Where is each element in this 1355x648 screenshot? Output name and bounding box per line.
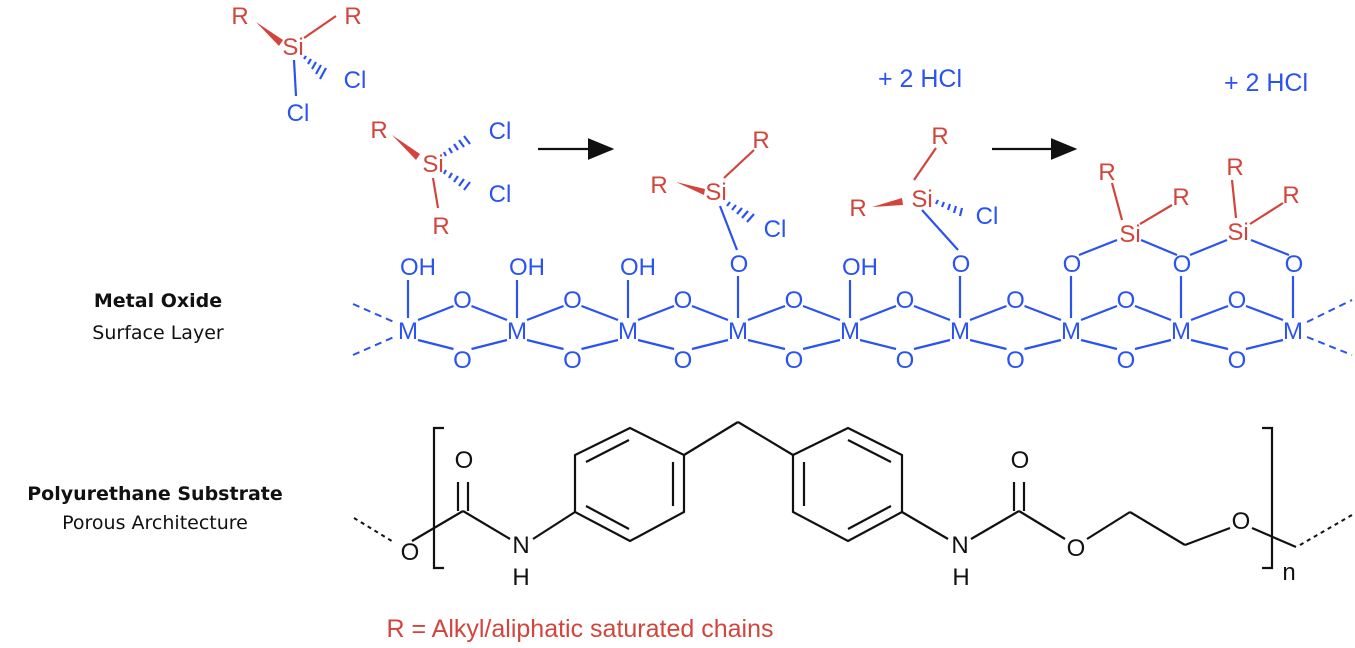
metal-atom: M bbox=[728, 318, 748, 345]
n-atom: N bbox=[512, 532, 529, 559]
o-atom: O bbox=[455, 447, 474, 474]
surface-o-atom: O bbox=[730, 251, 749, 278]
r-group: R bbox=[650, 172, 667, 199]
r-group-legend: R = Alkyl/aliphatic saturated chains bbox=[386, 615, 773, 643]
bound-silane-4: Si R R bbox=[1189, 154, 1300, 257]
r-group: R bbox=[1098, 159, 1115, 186]
surface-o-atom: O bbox=[1173, 251, 1192, 278]
bridging-o-atom: O bbox=[1228, 287, 1247, 314]
r-group: R bbox=[1226, 154, 1243, 181]
metal-atom: M bbox=[618, 318, 638, 345]
repeat-subscript: n bbox=[1282, 559, 1295, 586]
surface-o-atom: O bbox=[952, 251, 971, 278]
cl-atom: Cl bbox=[489, 181, 512, 208]
r-group: R bbox=[370, 117, 387, 144]
bridging-o-atom: O bbox=[785, 347, 804, 374]
si-atom: Si bbox=[705, 179, 726, 206]
bridging-o-atom: O bbox=[1006, 347, 1025, 374]
dichlorosilane-reagent-1: Si R R Cl Cl bbox=[231, 3, 366, 127]
r-group: R bbox=[231, 3, 248, 30]
r-group: R bbox=[1282, 182, 1299, 209]
bridging-o-atom: O bbox=[453, 347, 472, 374]
dichlorosilane-reagent-2: Si R Cl Cl R bbox=[370, 117, 511, 240]
h-atom: H bbox=[952, 564, 969, 591]
r-group: R bbox=[931, 123, 948, 150]
polyurethane-title: Polyurethane Substrate bbox=[27, 483, 282, 505]
metal-atom: M bbox=[950, 318, 970, 345]
right-bracket bbox=[1262, 426, 1274, 570]
metal-atom: M bbox=[1283, 318, 1303, 345]
cl-atom: Cl bbox=[976, 203, 999, 230]
bound-silane-1: Si R R Cl bbox=[650, 127, 787, 251]
bridging-o-atom: O bbox=[674, 287, 693, 314]
bridging-o-atom: O bbox=[674, 347, 693, 374]
metal-oxide-subtitle: Surface Layer bbox=[92, 322, 224, 344]
bridging-o-atom: O bbox=[1228, 347, 1247, 374]
metal-atom: M bbox=[1171, 318, 1191, 345]
r-group: R bbox=[752, 127, 769, 154]
metal-atom: M bbox=[398, 318, 418, 345]
cl-atom: Cl bbox=[287, 100, 310, 127]
surface-o-atom: O bbox=[1063, 251, 1082, 278]
bridging-o-atom: O bbox=[1117, 287, 1136, 314]
bound-silane-3: Si R R bbox=[1078, 159, 1190, 257]
o-atom: O bbox=[401, 539, 420, 566]
si-atom: Si bbox=[282, 34, 303, 61]
r-group: R bbox=[344, 3, 361, 30]
bridging-o-atom: O bbox=[563, 347, 582, 374]
polyurethane-structure: O O N H N H O O O n bbox=[353, 421, 1353, 591]
r-group: R bbox=[1172, 184, 1189, 211]
bridging-o-atom: O bbox=[785, 287, 804, 314]
cl-atom: Cl bbox=[489, 118, 512, 145]
hydroxyl-group: OH bbox=[620, 254, 656, 281]
surface-o-atom: O bbox=[1285, 251, 1304, 278]
cl-atom: Cl bbox=[764, 216, 787, 243]
hcl-byproduct-1: + 2 HCl bbox=[878, 65, 962, 93]
bridging-o-atom: O bbox=[563, 287, 582, 314]
si-atom: Si bbox=[911, 186, 932, 213]
metal-atom: M bbox=[1061, 318, 1081, 345]
si-atom: Si bbox=[1119, 221, 1140, 248]
metal-atom: M bbox=[507, 318, 527, 345]
bridging-o-atom: O bbox=[1006, 287, 1025, 314]
si-atom: Si bbox=[1227, 219, 1248, 246]
r-group: R bbox=[432, 213, 449, 240]
polyurethane-subtitle: Porous Architecture bbox=[62, 512, 248, 534]
left-bracket bbox=[432, 426, 444, 570]
r-group: R bbox=[849, 195, 866, 222]
hydroxyl-group: OH bbox=[509, 254, 545, 281]
bridging-o-atom: O bbox=[1117, 347, 1136, 374]
h-atom: H bbox=[512, 564, 529, 591]
bound-silane-2: Si R R Cl bbox=[849, 123, 999, 251]
o-atom: O bbox=[1067, 535, 1086, 562]
cl-atom: Cl bbox=[344, 67, 367, 94]
si-atom: Si bbox=[422, 151, 443, 178]
bridging-o-atom: O bbox=[896, 287, 915, 314]
hydroxyl-group: OH bbox=[842, 254, 878, 281]
o-atom: O bbox=[1232, 508, 1251, 535]
o-atom: O bbox=[1011, 447, 1030, 474]
metal-oxide-title: Metal Oxide bbox=[94, 290, 222, 312]
bridging-o-atom: O bbox=[896, 347, 915, 374]
bridging-o-atom: O bbox=[453, 287, 472, 314]
metal-oxide-lattice: O O O O O O O O O O O O O O O O M OH M OH M OH M O M OH M O M O M O M O bbox=[352, 251, 1353, 374]
hydroxyl-group: OH bbox=[400, 254, 436, 281]
metal-atom: M bbox=[840, 318, 860, 345]
hcl-byproduct-2: + 2 HCl bbox=[1224, 69, 1308, 97]
n-atom: N bbox=[951, 532, 968, 559]
